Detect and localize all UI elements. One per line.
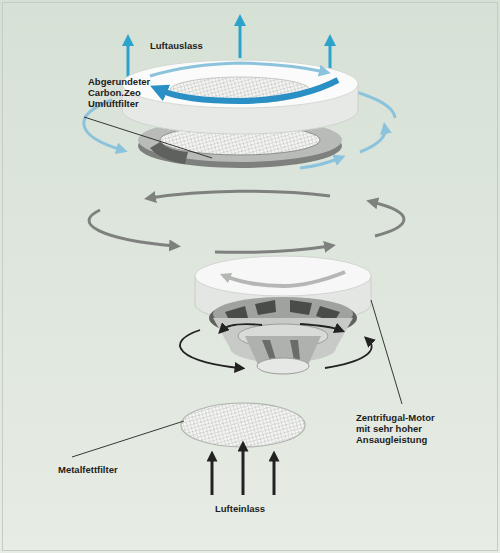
part-label: Luftauslass (150, 40, 203, 51)
part-label: Metalfettfilter (58, 464, 118, 475)
rotation-arrows (180, 324, 372, 368)
metal-grease-filter (181, 403, 305, 447)
part-label: Abgerundeter Carbon.Zeo Umluftfilter (88, 76, 158, 110)
inlet-arrows (212, 446, 274, 495)
orbit-arrows (89, 191, 404, 252)
motor-unit (195, 256, 371, 374)
frame (3, 3, 498, 551)
part-label: Zentrifugal-Motor mit sehr hoher Ansaugl… (356, 412, 451, 446)
part-label: Lufteinlass (215, 503, 265, 514)
filter-housing (122, 60, 358, 134)
leader-lines (72, 117, 402, 457)
circulation-arrows-front (84, 100, 385, 168)
